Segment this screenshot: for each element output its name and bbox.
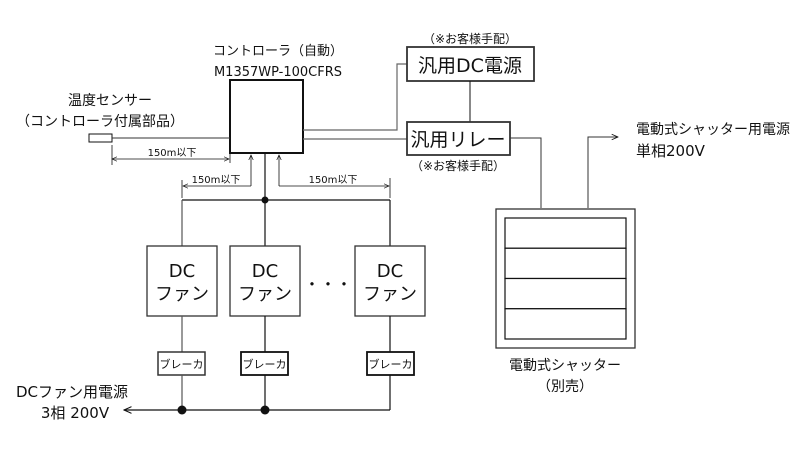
- shutter-slat: [504, 217, 627, 249]
- breaker-2: ブレーカ: [240, 351, 289, 376]
- svg-text:ブレーカ: ブレーカ: [160, 357, 204, 371]
- dc-power-label: 汎用DC電源: [418, 55, 522, 77]
- ellipsis: ・・・: [304, 275, 352, 294]
- svg-text:ファン: ファン: [363, 284, 417, 305]
- distance-label-sensor: 150m以下: [148, 148, 197, 159]
- controller-box: [229, 79, 304, 154]
- svg-text:ブレーカ: ブレーカ: [369, 357, 413, 371]
- sensor-label: 温度センサー: [68, 93, 152, 109]
- shutter-power-label: 電動式シャッター用電源: [636, 122, 790, 138]
- controller-model: M1357WP-100CFRS: [214, 65, 342, 80]
- fan-power-label: DCファン用電源: [16, 383, 128, 401]
- controller-to-dc-power-wire: [303, 63, 407, 131]
- relay-box: [406, 121, 511, 156]
- dc-power-box: [406, 46, 535, 82]
- controller-title: コントローラ（自動）: [213, 44, 343, 59]
- junction-dot: [177, 405, 187, 415]
- shutter-slat: [504, 277, 627, 310]
- shutter-label: 電動式シャッター: [509, 358, 621, 374]
- svg-text:DC: DC: [169, 261, 195, 282]
- svg-text:ファン: ファン: [155, 284, 209, 305]
- shutter-slat: [504, 247, 627, 280]
- svg-text:ブレーカ: ブレーカ: [243, 357, 287, 371]
- dc-fan-2: DC ファン: [229, 245, 301, 317]
- breaker-1: ブレーカ: [157, 351, 206, 376]
- svg-text:ファン: ファン: [238, 284, 292, 305]
- distance-label-right: 150m以下: [309, 175, 358, 186]
- electric-shutter: [495, 208, 636, 349]
- breaker-3: ブレーカ: [366, 351, 415, 376]
- sensor-icon: [88, 133, 113, 143]
- shutter-power-spec: 単相200V: [636, 142, 706, 160]
- svg-text:DC: DC: [252, 261, 278, 282]
- dc-fan-1: DC ファン: [146, 245, 218, 317]
- sensor-sublabel: （コントローラ付属部品）: [16, 114, 184, 130]
- relay-label: 汎用リレー: [410, 129, 505, 151]
- dc-fan-3: DC ファン: [354, 245, 426, 317]
- relay-note: （※お客様手配）: [411, 158, 505, 173]
- svg-text:DC: DC: [377, 261, 403, 282]
- distance-label-left: 150m以下: [192, 175, 241, 186]
- relay-to-shutter-wire: [510, 137, 542, 208]
- junction-dot: [260, 405, 270, 415]
- dc-power-note: （※お客様手配）: [423, 31, 517, 46]
- shutter-sublabel: （別売）: [537, 379, 593, 395]
- shutter-slat: [504, 308, 627, 340]
- fan-power-spec: 3相 200V: [41, 404, 110, 422]
- shutter-power-wire: [587, 137, 618, 208]
